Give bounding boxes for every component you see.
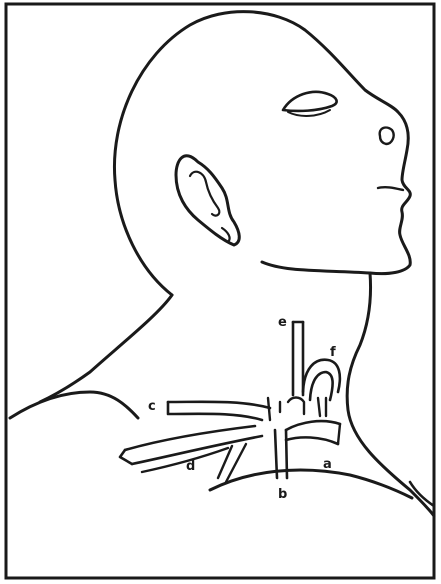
neck-front [347,273,434,516]
vessel-d [125,426,255,450]
vessel-d-tip [120,450,132,464]
label-c: c [148,399,156,414]
eye-lid [283,92,337,111]
vessel-f [303,360,340,392]
label-e: e [278,315,287,330]
vessel-stumps [268,398,326,420]
chest-line [210,470,412,498]
head-outline [114,12,410,295]
label-b: b [278,487,287,502]
neck-back [40,295,172,402]
vessel-e [293,322,303,395]
label-a: a [323,457,332,472]
label-f: f [330,345,336,360]
mouth [378,187,403,190]
vessel-a [286,437,338,444]
shoulder-line [10,392,138,418]
nostril [380,128,394,144]
label-d: d [186,459,195,474]
ear-outline [176,156,239,245]
